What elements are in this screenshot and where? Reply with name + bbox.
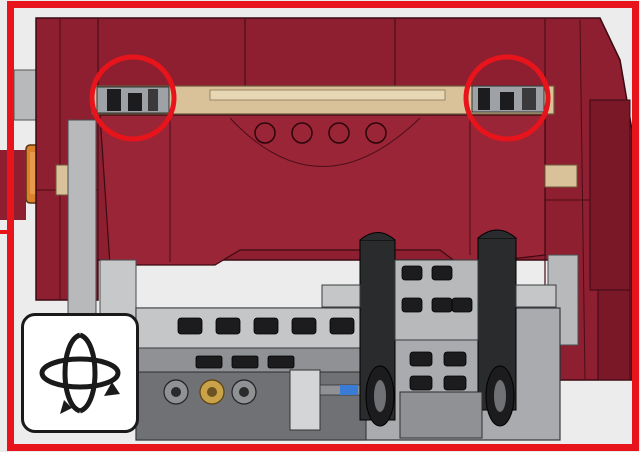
clip-bracket-left (97, 87, 169, 113)
rotate-model-icon (24, 316, 136, 430)
clip-bracket-right (472, 86, 544, 112)
rotate-model-badge[interactable] (21, 313, 139, 433)
